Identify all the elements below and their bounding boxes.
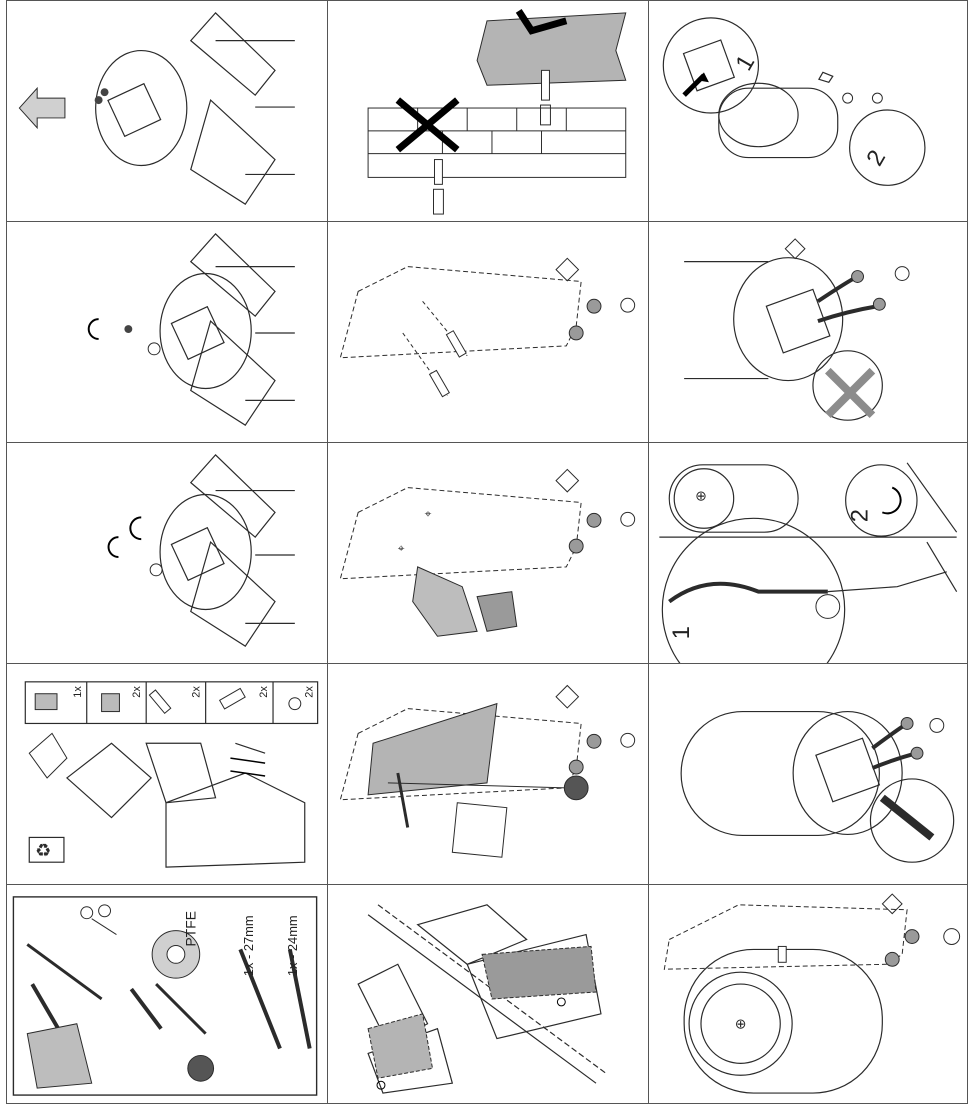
callout-circle-2: [846, 465, 917, 536]
callout-number-2: 2: [846, 509, 873, 522]
rotate-arrow-icon: [882, 488, 900, 514]
heater-body: [681, 712, 879, 836]
box-flap-top: [191, 13, 275, 95]
tape-measure: [564, 776, 588, 800]
qty-nut: 2x: [131, 686, 143, 698]
insert-anchors-illustration: [328, 222, 648, 442]
panel-check-connection: [648, 221, 968, 443]
qty-valve: 1x: [72, 686, 84, 698]
panel-fit-valve-2: [6, 442, 328, 664]
slide-arrows-icon: [230, 758, 265, 776]
mounting-bolt: [778, 946, 786, 962]
panel-mark-template: [327, 663, 649, 885]
callout-number-2: 2: [861, 146, 891, 171]
fit-valve-illustration: [7, 222, 327, 442]
panel-unpack-heater: [6, 0, 328, 222]
panel-cut-template: [327, 884, 649, 1104]
callout-number-1: 1: [730, 50, 760, 75]
wall-socket: [683, 40, 734, 91]
heater-cylinder-end: [96, 51, 187, 166]
rotate-arrow-icon: [89, 319, 99, 339]
qty-bolt: 2x: [258, 686, 270, 698]
heater-control-box: [108, 84, 161, 137]
parts-list-strip: [25, 682, 317, 724]
panel-power-disconnect: 1 2: [648, 0, 968, 222]
svg-text:⊕: ⊕: [695, 487, 707, 503]
panel-tighten-connections: [648, 663, 968, 885]
box-contents-illustration: 1x 2x 2x 2x 2x ♻: [7, 664, 327, 884]
bolt-part-icon: [220, 688, 246, 708]
pliers-icon: [131, 989, 161, 1029]
svg-text:⊕: ⊕: [735, 1016, 747, 1032]
panel-fit-valve: [6, 221, 328, 443]
cut-template-illustration: [328, 885, 648, 1103]
wall-type-illustration: [328, 1, 648, 221]
panel-insert-anchors: [327, 221, 649, 443]
pull-arrow-icon: [19, 88, 65, 128]
qty-anchor: 2x: [191, 686, 203, 698]
panel-hang-heater: ⊕: [648, 884, 968, 1104]
check-connection-illustration: [649, 222, 967, 442]
wrench-24mm-label: 1x - 24mm: [285, 915, 300, 976]
svg-text:⌖: ⌖: [398, 541, 405, 555]
wrench-icon: [882, 798, 932, 838]
heater-in-box: [67, 743, 151, 817]
nut-part-icon: [102, 694, 120, 712]
panel-wall-type: [327, 0, 649, 222]
screwdriver-icon: [156, 984, 206, 1034]
anchor-part-icon: [149, 690, 170, 713]
template-sheet: [368, 704, 497, 795]
tools-illustration: PTFE 1x - 27mm 1x - 24mm: [7, 885, 327, 1103]
template-marker-icon: [556, 469, 578, 491]
mark-template-illustration: [328, 664, 648, 884]
anchor-upper: [446, 331, 466, 357]
hang-heater-illustration: ⊕: [649, 885, 967, 1103]
washer-part-icon: [289, 698, 301, 710]
power-drill: [413, 567, 477, 636]
tighten-fittings-illustration: ⊕ 2 1: [649, 443, 967, 663]
wrong-cross-icon: [828, 371, 873, 416]
template-marker-icon: [785, 239, 805, 259]
valve-knob: [816, 595, 840, 619]
panel-drill-holes: ⌖ ⌖: [327, 442, 649, 664]
tighten-connections-illustration: [649, 664, 967, 884]
hand: [477, 592, 517, 632]
template-marker-icon: [556, 258, 578, 280]
scissors-icon: [557, 998, 565, 1006]
panel-box-contents: 1x 2x 2x 2x 2x ♻: [6, 663, 328, 885]
callout-circle-switch: [850, 110, 925, 185]
rotate-arrow-icon-upper: [130, 517, 141, 539]
drill-holes-illustration: ⌖ ⌖: [328, 443, 648, 663]
template-packet: [452, 803, 507, 858]
valve-part-icon: [35, 694, 57, 710]
qty-washer: 2x: [304, 686, 316, 698]
template-piece-top: [482, 946, 596, 999]
rotate-arrow-icon-lower: [109, 537, 119, 557]
fit-valve-2-illustration: [7, 443, 327, 663]
heater-body: [684, 949, 882, 1093]
tape-measure-icon: [188, 1055, 214, 1081]
anchor-lower: [430, 370, 450, 396]
template-marker-icon: [556, 685, 578, 707]
unpack-heater-illustration: [7, 1, 327, 221]
svg-text:⌖: ⌖: [425, 506, 432, 520]
scissors-icon: [81, 907, 93, 919]
recycle-icon: ♻: [35, 840, 51, 860]
ptfe-label: PTFE: [183, 911, 199, 946]
power-drill-icon: [27, 1024, 91, 1088]
box-flap-bottom: [191, 100, 275, 204]
panel-tighten-fittings: ⊕ 2 1: [648, 442, 968, 664]
template-marker-icon: [882, 894, 902, 914]
panel-tools: PTFE 1x - 27mm 1x - 24mm: [6, 884, 328, 1104]
valve-part: [148, 343, 160, 355]
drill-template: [340, 488, 581, 579]
wall-plug-brick: [433, 189, 443, 214]
wrench-27mm-label: 1x - 27mm: [241, 915, 256, 976]
callout-number-1: 1: [668, 626, 695, 639]
manual-booklet: [29, 733, 67, 778]
power-disconnect-illustration: 1 2: [649, 1, 967, 221]
